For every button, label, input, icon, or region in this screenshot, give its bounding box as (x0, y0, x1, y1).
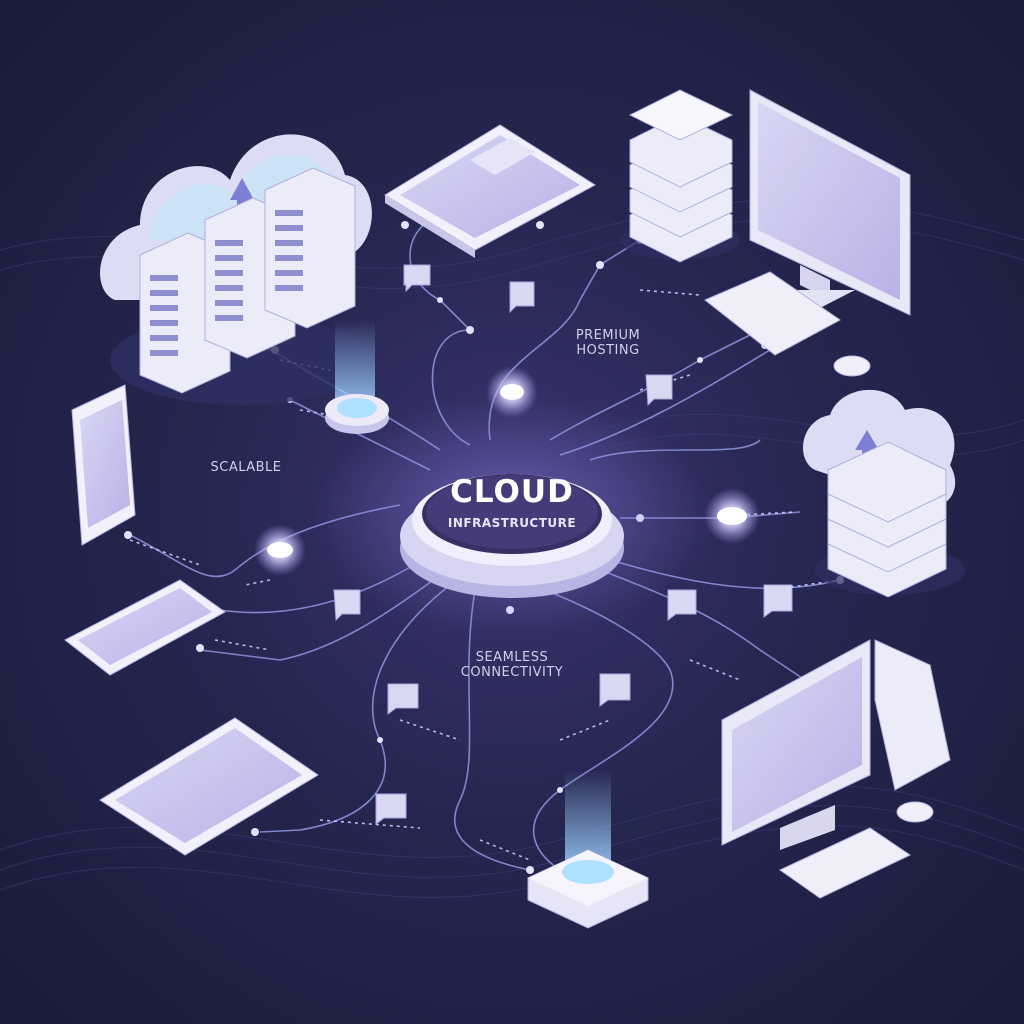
label-premium-line-1: PREMIUM (575, 328, 641, 343)
smartphone-icon (71, 384, 136, 546)
junction-node-left (254, 524, 306, 576)
tablet-icon (99, 717, 319, 856)
tablet-icon (384, 124, 596, 258)
hub-title: CLOUD (450, 474, 574, 510)
label-seamless-line-1: SEAMLESS (475, 650, 549, 665)
router-icon (527, 770, 649, 929)
junction-node-right (704, 488, 760, 544)
tablet-icon (64, 579, 226, 676)
label-scalable: SCALABLE (210, 460, 282, 475)
desktop-monitor-icon (749, 89, 911, 316)
cloud-upload-server-icon (803, 389, 965, 598)
cloud-server-icon (100, 134, 372, 405)
keyboard-icon (779, 827, 912, 899)
label-premium-hosting: PREMIUM HOSTING (548, 328, 668, 358)
mouse-icon (833, 355, 871, 377)
label-seamless-connectivity: SEAMLESS CONNECTIVITY (432, 650, 592, 680)
keyboard-icon (704, 271, 841, 356)
cloud-hub (312, 395, 712, 635)
desktop-tower-icon (721, 639, 951, 850)
label-premium-line-2: HOSTING (576, 343, 640, 358)
data-beam-node (325, 320, 389, 434)
chat-bubble-icon (333, 264, 793, 825)
mouse-icon (896, 801, 934, 823)
label-seamless-line-2: CONNECTIVITY (460, 665, 564, 680)
hub-subtitle: INFRASTRUCTURE (447, 516, 577, 530)
server-stack-icon (620, 89, 740, 263)
